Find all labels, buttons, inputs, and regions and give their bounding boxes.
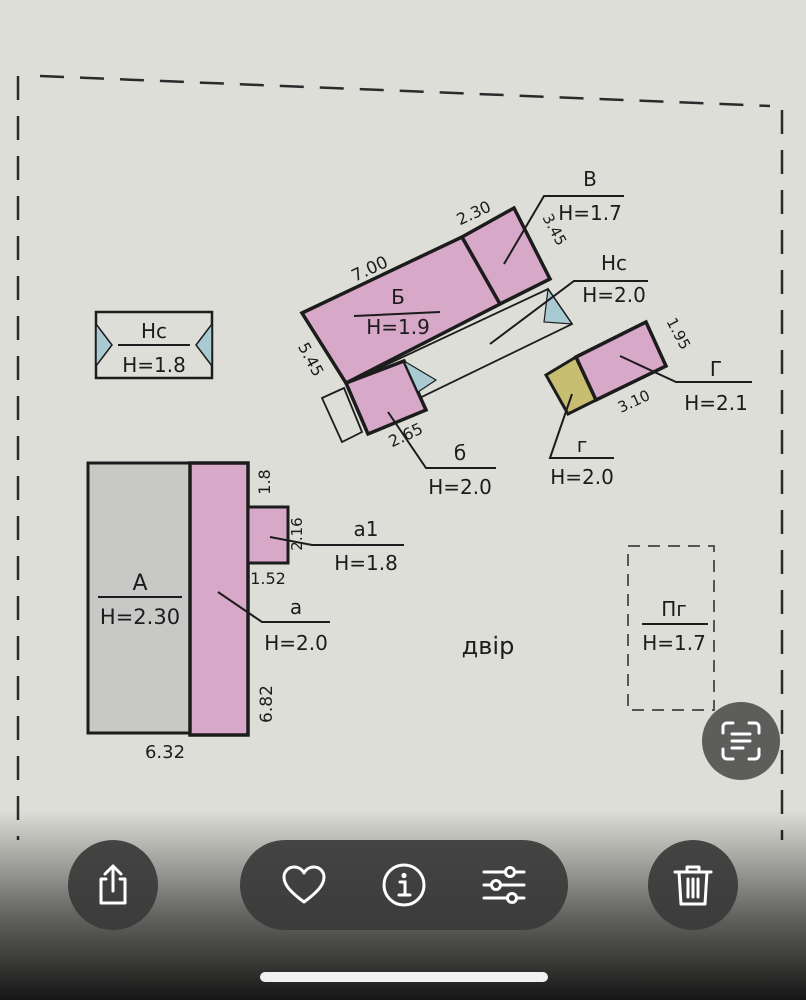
favorite-button[interactable] xyxy=(274,855,334,915)
planned-pg: Пг Н=1.7 xyxy=(627,545,715,711)
planned-pg-height: Н=1.7 xyxy=(642,631,706,655)
sliders-icon xyxy=(482,866,526,904)
delete-button[interactable] xyxy=(648,840,738,930)
building-v-height: Н=1.7 xyxy=(558,201,622,225)
heart-icon xyxy=(282,865,326,904)
shed-nc-left: Нс Н=1.8 xyxy=(94,310,214,380)
annex-a: а Н=2.0 6.82 1.8 xyxy=(188,461,330,737)
info-icon xyxy=(382,863,426,907)
shed-nc-left-height: Н=1.8 xyxy=(122,353,186,377)
info-button[interactable] xyxy=(374,855,434,915)
porch-g-label: г xyxy=(577,433,588,457)
annex-a1-height: Н=1.8 xyxy=(334,551,398,575)
plot-boundary xyxy=(16,74,784,840)
porch-b-label: б xyxy=(454,441,466,465)
share-icon xyxy=(99,864,127,905)
live-text-icon xyxy=(721,721,761,761)
planned-pg-label: Пг xyxy=(661,597,687,621)
trash-icon xyxy=(673,865,713,906)
annex-a-length: 6.82 xyxy=(257,685,277,723)
yard-label: двір xyxy=(462,632,515,660)
annex-a-height: Н=2.0 xyxy=(264,631,328,655)
action-pill xyxy=(240,840,568,930)
building-g-label: Г xyxy=(710,357,722,381)
main-house-label: А xyxy=(132,571,147,596)
annex-a1-width: 1.52 xyxy=(250,569,286,588)
annex-a1-label: а1 xyxy=(354,517,379,541)
annex-a1-height-dim: 2.16 xyxy=(288,517,306,550)
share-button[interactable] xyxy=(68,840,158,930)
building-b-height: Н=1.9 xyxy=(366,315,430,339)
building-g-height: Н=2.1 xyxy=(684,391,748,415)
main-house-height: Н=2.30 xyxy=(100,605,180,629)
building-b-label: Б xyxy=(391,285,405,309)
porch-b-height: Н=2.0 xyxy=(428,475,492,499)
shed-nc-mid-height: Н=2.0 xyxy=(582,283,646,307)
annex-a-top: 1.8 xyxy=(255,469,274,494)
home-indicator[interactable] xyxy=(260,972,548,982)
shed-nc-left-label: Нс xyxy=(141,319,167,343)
building-v-label: В xyxy=(583,167,597,191)
main-house: А Н=2.30 6.32 xyxy=(86,461,192,763)
building-group-g: Г Н=2.1 3.10 1.95 г Н=2.0 xyxy=(543,315,752,489)
adjust-button[interactable] xyxy=(474,855,534,915)
annex-a1: а1 Н=1.8 1.52 2.16 xyxy=(246,505,404,588)
live-text-button[interactable] xyxy=(702,702,780,780)
shed-nc-mid-label: Нс xyxy=(601,251,627,275)
annex-a-label: а xyxy=(290,595,302,619)
porch-g-height: Н=2.0 xyxy=(550,465,614,489)
main-house-width: 6.32 xyxy=(145,742,185,763)
